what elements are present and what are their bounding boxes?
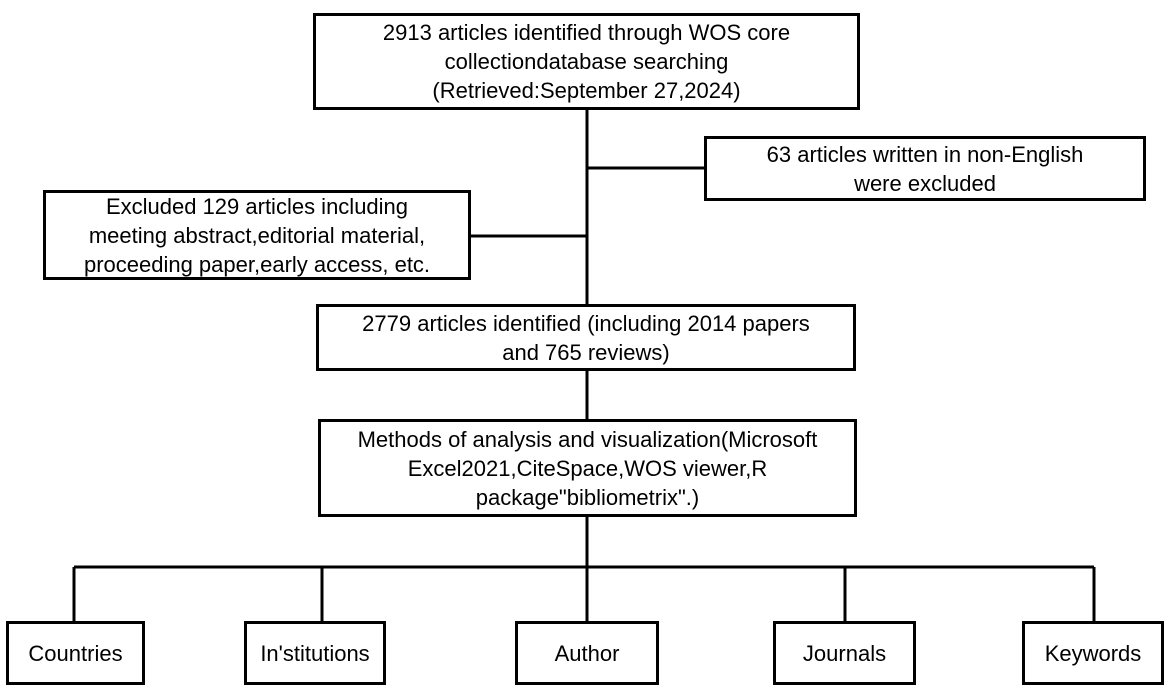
output-countries-box: Countries bbox=[6, 621, 145, 685]
identified-line-1: 2913 articles identified through WOS cor… bbox=[382, 20, 791, 45]
excluded-types-line-3: proceeding paper,early access, etc. bbox=[83, 251, 431, 277]
output-institutions-box: In'stitutions bbox=[244, 621, 386, 685]
output-countries-label: Countries bbox=[28, 640, 123, 666]
output-keywords-box: Keywords bbox=[1022, 621, 1164, 685]
output-author-box: Author bbox=[515, 621, 659, 685]
output-journals-box: Journals bbox=[773, 621, 916, 685]
excluded-types-line-2: meeting abstract,editorial material, bbox=[88, 222, 426, 248]
excluded-article-types-box: Excluded 129 articles including meeting … bbox=[43, 190, 471, 280]
methods-line-3: package"bibliometrix".) bbox=[475, 484, 700, 510]
excluded-non-english-line-1: 63 articles written in non-English bbox=[766, 141, 1084, 167]
excluded-non-english-box: 63 articles written in non-English were … bbox=[704, 136, 1146, 201]
methods-line-2: Excel2021,CiteSpace,WOS viewer,R bbox=[407, 455, 768, 481]
identified-line-3: (Retrieved:September 27,2024) bbox=[432, 78, 741, 103]
output-institutions-label: In'stitutions bbox=[260, 640, 370, 666]
methods-line-1: Methods of analysis and visualization(Mi… bbox=[357, 426, 818, 452]
identified-articles-box: 2913 articles identified through WOS cor… bbox=[313, 13, 860, 110]
included-line-2: and 765 reviews) bbox=[502, 339, 670, 365]
included-articles-box: 2779 articles identified (including 2014… bbox=[316, 304, 856, 371]
identified-line-2: collectiondatabase searching bbox=[444, 49, 729, 74]
excluded-non-english-line-2: were excluded bbox=[854, 170, 996, 196]
analysis-methods-box: Methods of analysis and visualization(Mi… bbox=[318, 419, 857, 517]
excluded-types-line-1: Excluded 129 articles including bbox=[105, 193, 409, 219]
output-journals-label: Journals bbox=[802, 640, 887, 666]
output-author-label: Author bbox=[554, 640, 620, 666]
output-keywords-label: Keywords bbox=[1044, 640, 1142, 666]
included-line-1: 2779 articles identified (including 2014… bbox=[362, 310, 810, 336]
